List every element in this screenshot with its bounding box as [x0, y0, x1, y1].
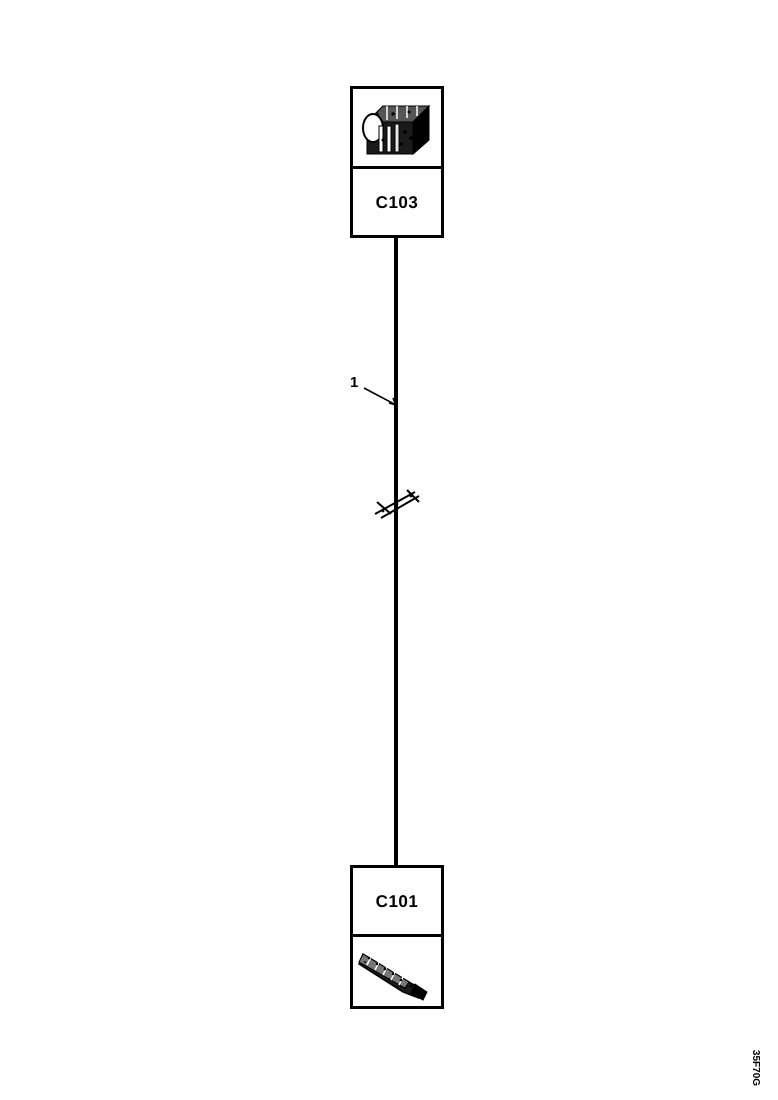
sheet-reference-code-text: 35F70G	[750, 1049, 762, 1087]
sheet-reference-code: 35F70G	[744, 1040, 766, 1096]
multi-pin-connector-photo-icon	[362, 104, 431, 155]
connector-top-image-cell	[353, 89, 441, 166]
connector-top[interactable]: C103	[350, 86, 444, 238]
connector-bottom-label-cell: C101	[353, 868, 441, 934]
connector-bottom-id: C101	[375, 891, 419, 911]
terminal-connector-photo-icon	[358, 952, 428, 1001]
connector-bottom[interactable]: C101	[350, 865, 444, 1009]
wire-1-number: 1	[350, 374, 359, 391]
connector-top-id: C103	[375, 192, 419, 212]
wire-break-symbol-icon	[374, 489, 420, 519]
wire-1-line	[394, 237, 398, 867]
wire-1-leader-line	[363, 387, 397, 406]
connector-bottom-image-cell	[353, 934, 441, 1006]
connector-top-label-cell: C103	[353, 166, 441, 235]
